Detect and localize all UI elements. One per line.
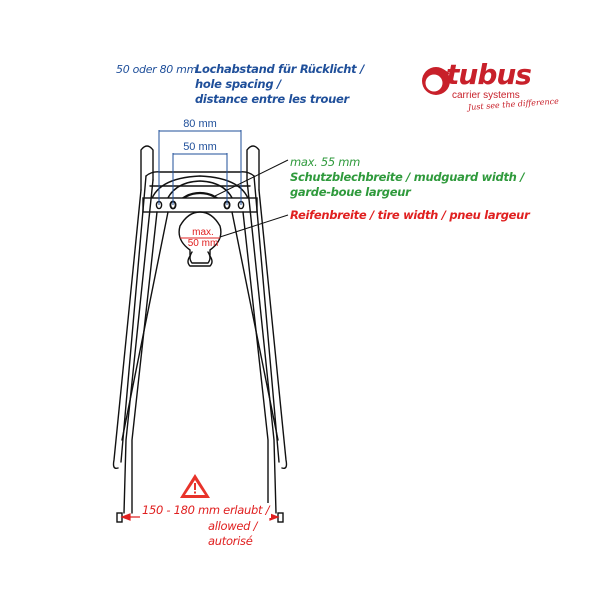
tubus-logo-mark-icon (422, 67, 450, 95)
mudguard-max: max. 55 mm (290, 155, 361, 169)
tire-width-label: Reifenbreite / tire width / pneu largeur (290, 208, 530, 222)
dropout-width-label-fr: autorisé (208, 534, 253, 548)
brand-name: tubus (446, 58, 532, 91)
tire-max-value: 50 mm (188, 238, 219, 249)
tubus-logo: tubus carrier systems Just see the diffe… (418, 58, 578, 118)
brand-subtitle: carrier systems (452, 90, 520, 101)
dropout-width-label-de: 150 - 180 mm erlaubt / (140, 503, 272, 518)
tire-max-label: max. (192, 227, 214, 238)
dim-80mm: 80 mm (183, 118, 217, 130)
hole-spacing-label-de: Lochabstand für Rücklicht / (195, 62, 364, 76)
warning-triangle-icon (180, 474, 210, 498)
dim-50mm: 50 mm (183, 141, 217, 153)
hole-spacing-values: 50 oder 80 mm (116, 63, 198, 76)
mudguard-label-2: garde-boue largeur (290, 185, 411, 199)
mudguard-label-1: Schutzblechbreite / mudguard width / (290, 170, 525, 184)
hole-spacing-label-en: hole spacing / (195, 77, 281, 91)
dropout-width-label-en: allowed / (208, 519, 258, 533)
hole-spacing-label-fr: distance entre les trouer (195, 92, 349, 106)
